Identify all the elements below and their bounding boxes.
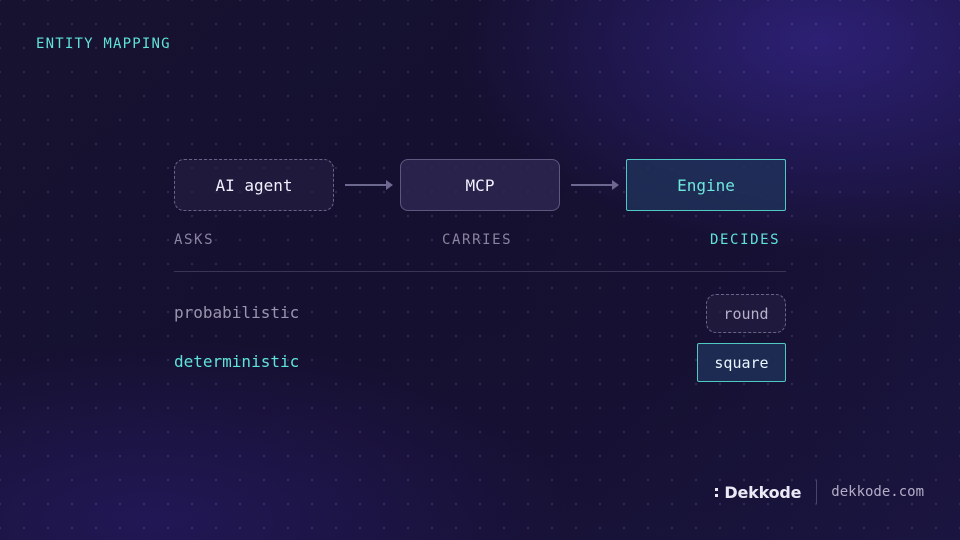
divider xyxy=(174,271,786,272)
footer-url: dekkode.com xyxy=(831,484,924,500)
square-shape-label: square xyxy=(714,353,769,372)
footer-separator xyxy=(816,480,818,504)
deterministic-label: deterministic xyxy=(174,352,300,371)
role-label-decides: DECIDES xyxy=(710,232,781,248)
node-engine: Engine xyxy=(626,159,786,211)
footer: Dekkode dekkode.com xyxy=(715,478,924,506)
square-shape-example: square xyxy=(697,343,786,382)
role-label-carries: CARRIES xyxy=(442,232,513,248)
probabilistic-label: probabilistic xyxy=(174,303,300,322)
arrow-right-icon xyxy=(345,180,393,190)
node-ai-agent-label: AI agent xyxy=(215,175,293,195)
brand-name: Dekkode xyxy=(724,482,802,502)
brand-logo: Dekkode xyxy=(715,483,801,502)
node-ai-agent: AI agent xyxy=(174,159,334,211)
round-shape-label: round xyxy=(723,304,769,323)
section-label: ENTITY MAPPING xyxy=(36,36,171,52)
round-shape-example: round xyxy=(706,294,786,333)
node-engine-label: Engine xyxy=(677,175,735,195)
node-mcp-label: MCP xyxy=(465,175,495,195)
role-label-asks: ASKS xyxy=(174,232,215,248)
node-mcp: MCP xyxy=(400,159,560,211)
arrow-right-icon xyxy=(571,180,619,190)
dekkode-logo-icon xyxy=(715,487,723,497)
